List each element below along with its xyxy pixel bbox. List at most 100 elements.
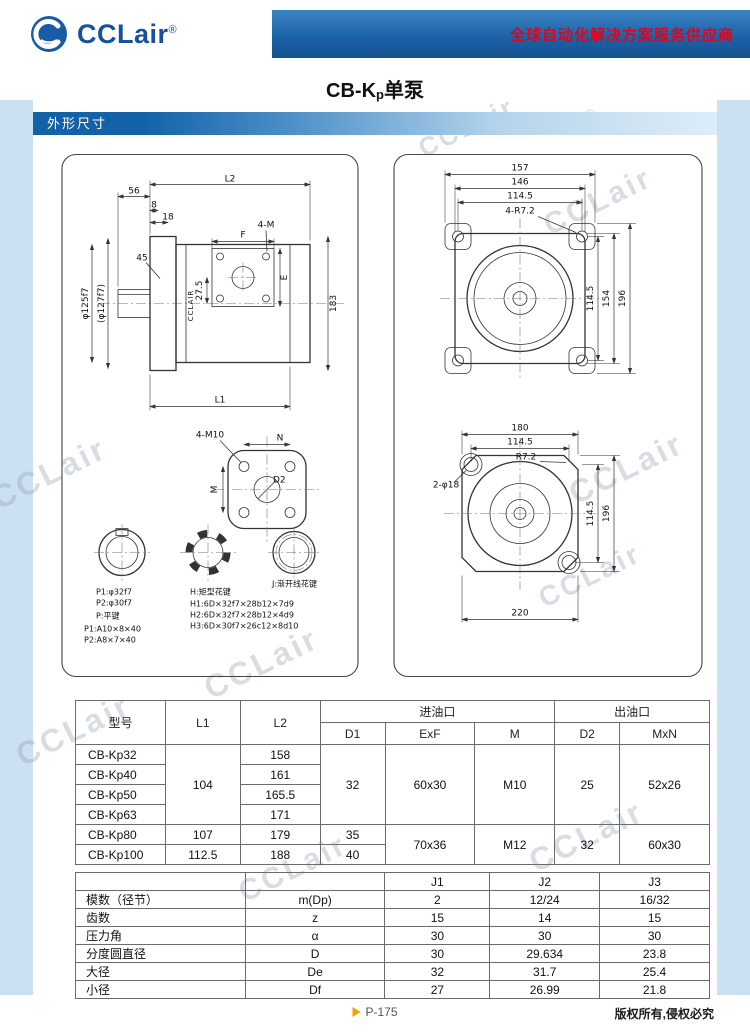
spec-col-header-d2: D2 xyxy=(554,722,621,745)
gear-cell: 30 xyxy=(599,926,710,945)
gear-cell: 29.634 xyxy=(489,944,601,963)
gear-cell: 30 xyxy=(384,944,491,963)
shaft-note: H1:6D×32f7×28b12×7d9 xyxy=(190,600,294,609)
spec-cell: CB-Kp40 xyxy=(75,764,166,785)
dim-label: 114.5 xyxy=(507,438,533,448)
shaft-note: P1:φ32f7 xyxy=(96,588,132,597)
page-number-label: P-175 xyxy=(365,1005,398,1019)
spec-cell: 60x30 xyxy=(619,824,710,865)
gear-cell: D xyxy=(244,944,386,963)
dim-label: N xyxy=(277,434,284,444)
spec-cell: M12 xyxy=(474,824,556,865)
spec-cell: 60x30 xyxy=(384,744,476,825)
pump-side-view: CCLAIR xyxy=(100,235,344,372)
spec-col-header-l2: L2 xyxy=(239,700,321,745)
gear-header-empty xyxy=(244,872,386,891)
side-view-dimensions: 56 L2 8 18 45 F 4-M E 27.5 φ1 xyxy=(81,175,339,411)
gear-cell: 31.7 xyxy=(489,962,601,981)
header: CCLair® 全球自动化解决方案服务供应商 xyxy=(0,10,750,58)
rear-view-top: 157 146 114.5 4-R7.2 114.5 154 196 xyxy=(440,164,636,379)
spec-cell: 104 xyxy=(164,744,241,825)
header-band: 全球自动化解决方案服务供应商 xyxy=(272,10,750,58)
gear-cell: 模数（径节） xyxy=(75,890,246,909)
dim-label: 27.5 xyxy=(195,280,205,300)
spec-cell: 40 xyxy=(319,844,386,865)
left-margin-band xyxy=(0,100,33,995)
page-number: P-175 xyxy=(352,1005,398,1019)
gear-cell: 30 xyxy=(489,926,601,945)
copyright-notice: 版权所有,侵权必究 xyxy=(614,1007,714,1021)
dim-label: 45 xyxy=(136,254,147,264)
dim-label: 4-M xyxy=(258,221,275,231)
title-text: CB-K xyxy=(326,80,377,102)
page-title: CB-Kp单泵 xyxy=(0,74,750,103)
dim-label: (φ127f7) xyxy=(97,284,107,323)
gear-cell: α xyxy=(244,926,386,945)
spec-col-header-mxn: MxN xyxy=(619,722,710,745)
gear-col-header-j3: J3 xyxy=(599,872,710,891)
shaft-note: H3:6D×30f7×26c12×8d10 xyxy=(190,622,298,631)
shaft-note: H2:6D×32f7×28b12×4d9 xyxy=(190,611,294,620)
dim-label: 196 xyxy=(602,505,612,522)
shaft-end-details: P1:φ32f7 P2:φ30f7 P:平键 P1:A10×8×40 P2:A8… xyxy=(84,524,320,645)
spec-col-header-exf: ExF xyxy=(384,722,476,745)
gear-cell: Df xyxy=(244,980,386,999)
spec-cell: M10 xyxy=(474,744,556,825)
spec-cell: CB-Kp50 xyxy=(75,784,166,805)
shaft-note: J:渐开线花键 xyxy=(271,579,317,589)
gear-cell: 26.99 xyxy=(489,980,601,999)
gear-cell: De xyxy=(244,962,386,981)
footer: P-175 版权所有,侵权必究 xyxy=(0,1005,750,1025)
gear-cell: 2 xyxy=(384,890,491,909)
gear-cell: 32 xyxy=(384,962,491,981)
dim-label: 114.5 xyxy=(586,501,596,527)
table-row: CB-Kp100 112.5 188 40 xyxy=(75,844,710,865)
spec-cell: CB-Kp32 xyxy=(75,744,166,765)
spec-cell: 32 xyxy=(554,824,621,865)
shaft-note: P2:A8×7×40 xyxy=(84,636,136,645)
page-arrow-icon xyxy=(352,1007,361,1017)
spec-cell: 161 xyxy=(239,764,321,785)
dim-label: 114.5 xyxy=(586,286,596,312)
spec-cell: 52x26 xyxy=(619,744,710,825)
dim-label: 114.5 xyxy=(507,192,533,202)
shaft-note: P2:φ30f7 xyxy=(96,599,132,608)
gear-cell: 15 xyxy=(384,908,491,927)
dim-label: 4-M10 xyxy=(196,431,224,441)
spec-col-header-outlet: 出油口 xyxy=(554,700,710,723)
gear-cell: 21.8 xyxy=(599,980,710,999)
spec-cell: 32 xyxy=(319,744,386,825)
table-row: 模数（径节） m(Dp) 2 12/24 16/32 xyxy=(75,890,710,909)
dim-label: 154 xyxy=(602,290,612,307)
spec-cell: 171 xyxy=(239,804,321,825)
dim-label: R7.2 xyxy=(516,453,537,463)
dim-label: F xyxy=(240,231,245,241)
dim-label: 183 xyxy=(329,295,339,312)
table-row: 大径 De 32 31.7 25.4 xyxy=(75,962,710,981)
drawing-frame-left xyxy=(61,153,359,678)
brand-registered-mark: ® xyxy=(168,23,177,36)
gear-cell: 14 xyxy=(489,908,601,927)
dim-label: 180 xyxy=(511,424,528,434)
spec-cell: 158 xyxy=(239,744,321,765)
dim-label: L1 xyxy=(215,396,226,406)
gear-cell: 大径 xyxy=(75,962,246,981)
title-subscript: p xyxy=(376,87,384,102)
brand-logo-icon xyxy=(31,16,67,52)
dim-label: 56 xyxy=(128,187,140,197)
spec-cell: 70x36 xyxy=(384,824,476,865)
gear-cell: 16/32 xyxy=(599,890,710,909)
title-text: 单泵 xyxy=(383,80,424,102)
table-row: 齿数 z 15 14 15 xyxy=(75,908,710,927)
table-row: 压力角 α 30 30 30 xyxy=(75,926,710,945)
dim-label: D2 xyxy=(273,476,286,486)
dim-label: 146 xyxy=(511,178,528,188)
gear-cell: 分度圆直径 xyxy=(75,944,246,963)
gear-cell: z xyxy=(244,908,386,927)
spec-cell: 179 xyxy=(239,824,321,845)
table-row: CB-Kp40 161 xyxy=(75,764,710,785)
outlet-port-detail: N M 4-M10 D2 xyxy=(196,431,320,543)
dim-label: E xyxy=(280,274,290,280)
dim-label: φ125f7 xyxy=(81,287,91,319)
